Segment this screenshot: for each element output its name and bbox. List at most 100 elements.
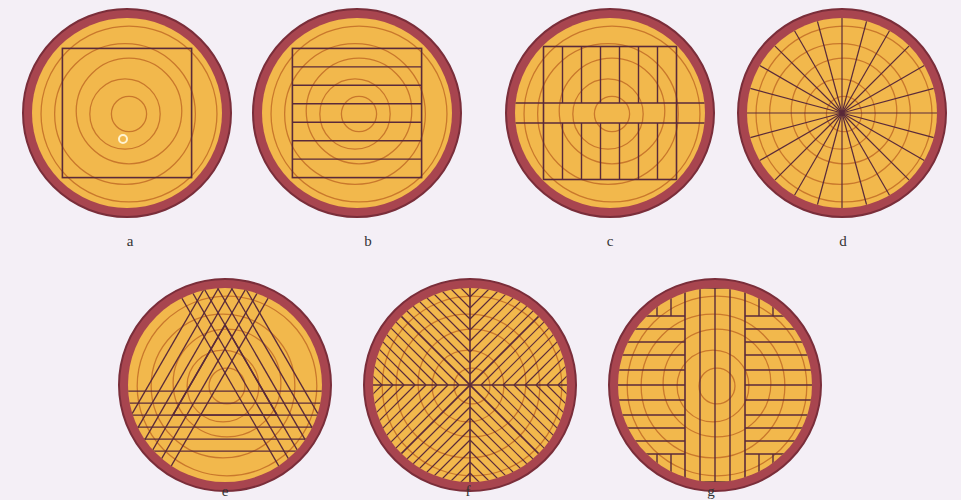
- saw-cut: [285, 288, 382, 385]
- grain: [515, 26, 705, 202]
- growth-ring: [76, 58, 182, 164]
- growth-ring: [677, 350, 749, 422]
- log-section: [23, 9, 231, 217]
- grain: [25, 179, 425, 500]
- saw-cut: [470, 396, 567, 493]
- saw-cut: [581, 47, 582, 104]
- saw-cut: [470, 473, 567, 500]
- figure-letter: g: [707, 484, 715, 499]
- saw-cut: [750, 113, 842, 138]
- wood: [262, 18, 452, 208]
- saw-cut: [619, 47, 620, 104]
- saw-cut: [618, 328, 685, 329]
- saw-cut: [470, 255, 567, 352]
- saw-cut: [296, 385, 393, 482]
- saw-cut: [657, 123, 658, 180]
- saw-cut: [745, 341, 812, 342]
- saw-cut: [842, 66, 924, 114]
- saw-cut: [362, 288, 459, 385]
- saw-cut: [562, 123, 563, 180]
- saw-cut: [841, 113, 842, 208]
- saw-cut: [514, 288, 611, 385]
- figure-letter: c: [607, 234, 614, 249]
- saw-cut: [745, 354, 812, 355]
- saw-cut: [373, 473, 470, 500]
- saw-cut: [373, 222, 470, 319]
- figure-letter: f: [466, 484, 471, 499]
- saw-cut: [618, 399, 685, 400]
- saw-cut: [619, 123, 620, 180]
- saw-cut: [786, 288, 787, 316]
- saw-cut: [373, 288, 567, 482]
- saw-cut: [307, 288, 404, 385]
- growth-ring: [524, 26, 700, 202]
- saw-cut: [340, 385, 437, 482]
- log-section: [506, 9, 714, 217]
- growth-ring: [663, 329, 771, 437]
- saw-cut: [481, 385, 578, 482]
- saw-cut: [470, 440, 567, 500]
- saw-cut: [373, 451, 470, 500]
- saw-cut: [525, 385, 622, 482]
- saw-cut: [817, 113, 842, 205]
- saw-cut: [729, 288, 730, 482]
- saw-cut: [745, 399, 812, 400]
- saw-cut: [618, 427, 685, 428]
- growth-ring: [594, 96, 629, 131]
- saw-cut: [470, 429, 567, 500]
- saw-cut: [750, 88, 842, 113]
- saw-cut: [786, 454, 787, 482]
- saw-cut: [292, 122, 421, 123]
- saw-cut: [274, 385, 371, 482]
- saw-cut: [481, 288, 578, 385]
- saw-cut: [373, 277, 470, 374]
- saw-cut: [373, 255, 470, 352]
- saw-cut: [329, 288, 426, 385]
- saw-cut: [274, 288, 371, 385]
- saw-cut: [373, 266, 470, 363]
- saw-cut: [470, 244, 567, 341]
- pith: [119, 135, 127, 143]
- growth-ring: [111, 96, 146, 131]
- growth-ring: [320, 79, 390, 149]
- saw-cut: [618, 341, 685, 342]
- growth-ring: [187, 350, 259, 422]
- saw-cut: [772, 454, 773, 482]
- saw-cut: [670, 454, 671, 482]
- saw-cut: [373, 418, 470, 500]
- saw-cut: [642, 454, 643, 482]
- saw-cut: [362, 385, 459, 482]
- growth-ring: [341, 96, 376, 131]
- saw-cut: [842, 88, 934, 113]
- log-section: [253, 9, 461, 217]
- bark: [253, 9, 461, 217]
- wood: [618, 288, 812, 482]
- log-section: [738, 9, 946, 217]
- saw-cut: [373, 200, 470, 297]
- saw-cut: [618, 414, 685, 415]
- saw-cut: [292, 85, 421, 86]
- saw-cut: [618, 369, 685, 370]
- saw-cut: [544, 47, 677, 180]
- growth-ring: [137, 296, 317, 476]
- saw-cut: [745, 328, 812, 329]
- saw-cut: [470, 277, 567, 374]
- growth-ring: [55, 44, 196, 185]
- log-section: [25, 179, 425, 500]
- saw-cut: [373, 429, 470, 500]
- saw-cut: [78, 185, 278, 500]
- saw-cut: [470, 211, 567, 308]
- saw-cut: [758, 288, 759, 316]
- bark: [506, 9, 714, 217]
- log-section: [609, 279, 821, 491]
- saw-cut: [25, 414, 425, 415]
- saw-cut: [470, 189, 567, 286]
- saw-cut: [470, 484, 567, 500]
- saw-cut: [120, 209, 320, 500]
- saw-cut: [318, 288, 415, 385]
- saw-cut: [841, 18, 842, 113]
- saw-cut: [795, 31, 843, 113]
- saw-cut: [842, 112, 937, 113]
- saw-cut: [151, 197, 351, 500]
- saw-cut: [618, 384, 685, 385]
